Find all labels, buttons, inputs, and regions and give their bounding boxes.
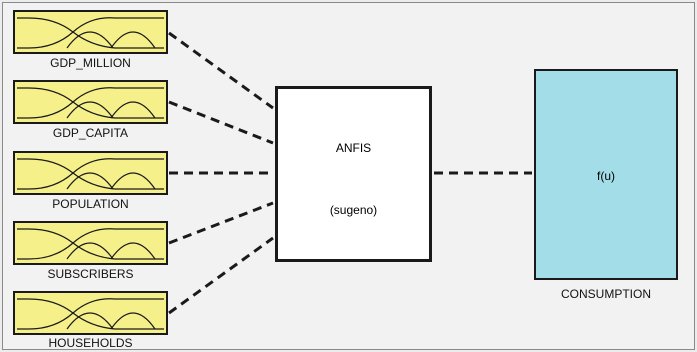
output-box-consumption[interactable]: f(u) [534, 69, 678, 280]
wire-subscribers [168, 201, 274, 245]
input-label-households: HOUSEHOLDS [48, 336, 133, 350]
input-box-subscribers[interactable] [13, 221, 168, 265]
system-name: ANFIS [335, 141, 372, 155]
input-box-population[interactable] [13, 151, 168, 195]
output-function: f(u) [597, 169, 615, 183]
membership-functions-icon [17, 17, 164, 49]
input-box-gdp-capita[interactable] [13, 80, 168, 124]
membership-functions-icon [17, 158, 164, 190]
input-label-population: POPULATION [52, 197, 129, 211]
input-box-households[interactable] [13, 291, 168, 335]
wire-gdp-million [168, 31, 274, 110]
membership-functions-icon [17, 298, 164, 330]
membership-functions-icon [17, 87, 164, 119]
wire-households [168, 236, 274, 315]
wire-gdp-capita [168, 100, 274, 145]
input-label-subscribers: SUBSCRIBERS [47, 267, 134, 281]
membership-functions-icon [17, 228, 164, 260]
anfis-system-box[interactable]: ANFIS (sugeno) [275, 86, 432, 262]
system-type: (sugeno) [329, 203, 378, 217]
connection-lines [168, 31, 532, 315]
input-label-gdp-capita: GDP_CAPITA [52, 126, 129, 140]
input-label-gdp-million: GDP_MILLION [50, 56, 131, 70]
output-label: CONSUMPTION [561, 287, 651, 301]
input-box-gdp-million[interactable] [13, 10, 168, 54]
